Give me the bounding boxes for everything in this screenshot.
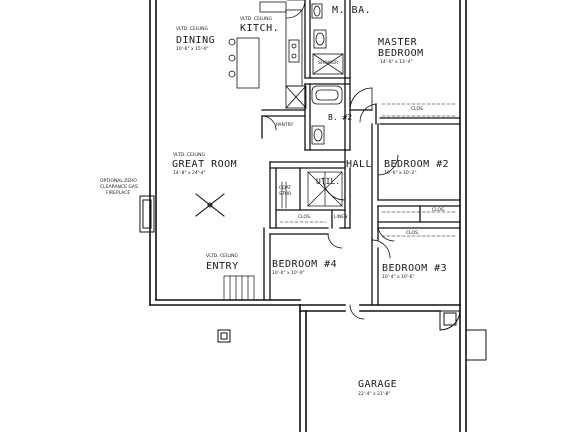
pantry-label: PANTRY [276,123,294,128]
master-bedroom-label-1: MASTER [378,37,418,48]
utility-details [281,171,343,209]
bedroom3-label: BEDROOM #3 [382,263,448,274]
entry-ceiling-note: VLTD. CEILING [206,254,239,259]
garage-corner-detail [439,310,487,361]
interior-walls [261,0,461,306]
porch-post-icon [217,329,231,343]
kitchen-label: KITCH. [240,23,280,34]
hall-closet-label: CLOS. [298,215,312,220]
master-bedroom-label-2: BEDROOM [378,48,424,59]
fireplace-note-3: FIREPLACE [106,191,131,196]
linen-label: LINEN [334,215,348,220]
kitchen-ceiling-note: VLTD. CEILING [240,17,273,22]
bedroom4-label: BEDROOM #4 [272,259,338,270]
master-bedroom-dim: 14'-0" x 13'-4" [380,60,413,65]
dining-dim: 10'-6" x 15'-0" [176,47,209,52]
bedroom3-closet-label: CLOS. [406,231,420,236]
bedroom2-closet-label: CLOS. [432,208,446,213]
garage-dim: 22'-4" x 21'-8" [358,392,391,397]
coat-storage-label-1: COAT [279,186,292,191]
bedroom2-label: BEDROOM #2 [384,159,450,170]
dining-label: DINING [176,35,216,46]
ceiling-fan-icon [195,193,225,217]
master-bath-label: M. BA. [332,5,372,16]
bedroom3-dim: 10'-4" x 10'-6" [382,275,415,280]
kitchen-fixtures [228,1,307,109]
master-closet-label: CLOS. [411,107,425,112]
bath2-fixtures [311,85,343,145]
entry-label: ENTRY [206,261,239,272]
bedroom2-dim: 10'-6" x 10'-2" [384,171,417,176]
bath2-label: B. #2 [328,113,353,122]
closet-shelves [279,103,457,237]
great-room-label: GREAT ROOM [172,159,238,170]
fireplace-icon [139,195,155,233]
garage-label: GARAGE [358,379,398,390]
bedroom4-dim: 10'-0" x 10'-0" [272,271,305,276]
entry-stairs [223,275,255,301]
dining-ceiling-note: VLTD. CEILING [176,27,209,32]
coat-storage-label-2: STOR. [279,192,293,197]
fireplace-note-1: OPTIONAL ZERO [100,179,137,184]
fireplace-note-2: CLEARANCE GAS [100,185,138,190]
exterior-walls [149,0,467,432]
master-bath-fixtures [311,3,344,75]
hall-label: HALL [346,159,373,170]
great-room-ceiling-note: VLTD. CEILING [173,153,206,158]
shower-label: SHOWER [318,61,339,66]
utility-label: UTIL. [316,177,341,186]
great-room-dim: 14'-8" x 24'-4" [173,171,206,176]
